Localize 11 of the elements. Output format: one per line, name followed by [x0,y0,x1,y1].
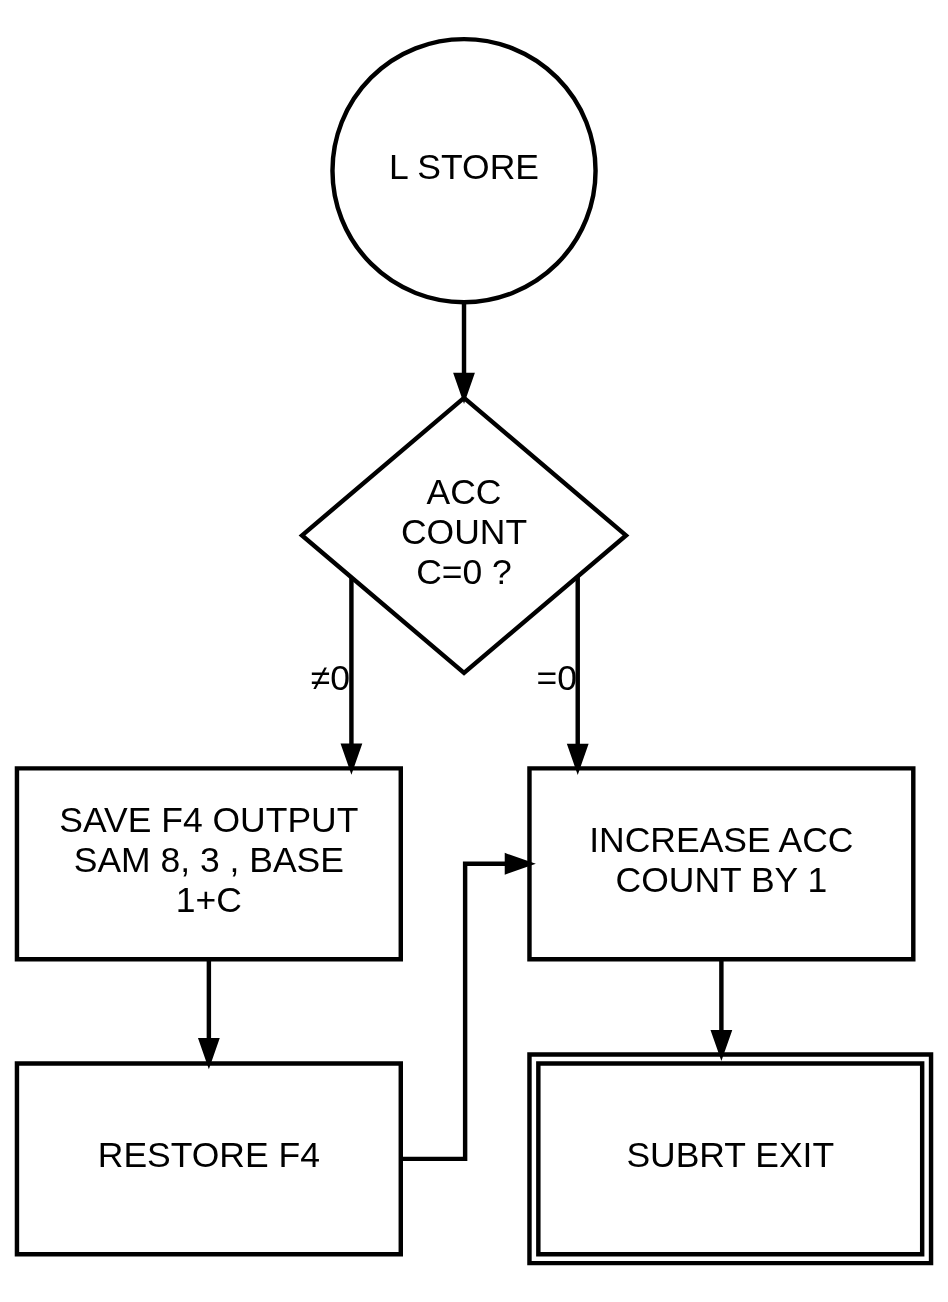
arrow [453,303,475,404]
node-box: SAVE F4 OUTPUT SAM 8, 3 , BASE 1+C [14,766,403,962]
node-circle: L STORE [330,36,598,305]
arrow [340,577,363,775]
arrow [197,959,220,1070]
node-box: RESTORE F4 [14,1061,403,1257]
node-box: SUBRT EXIT [527,1052,934,1266]
node-box: INCREASE ACC COUNT BY 1 [527,766,916,962]
arrow [401,852,536,1162]
arrow [710,959,733,1062]
arrow [566,576,589,775]
